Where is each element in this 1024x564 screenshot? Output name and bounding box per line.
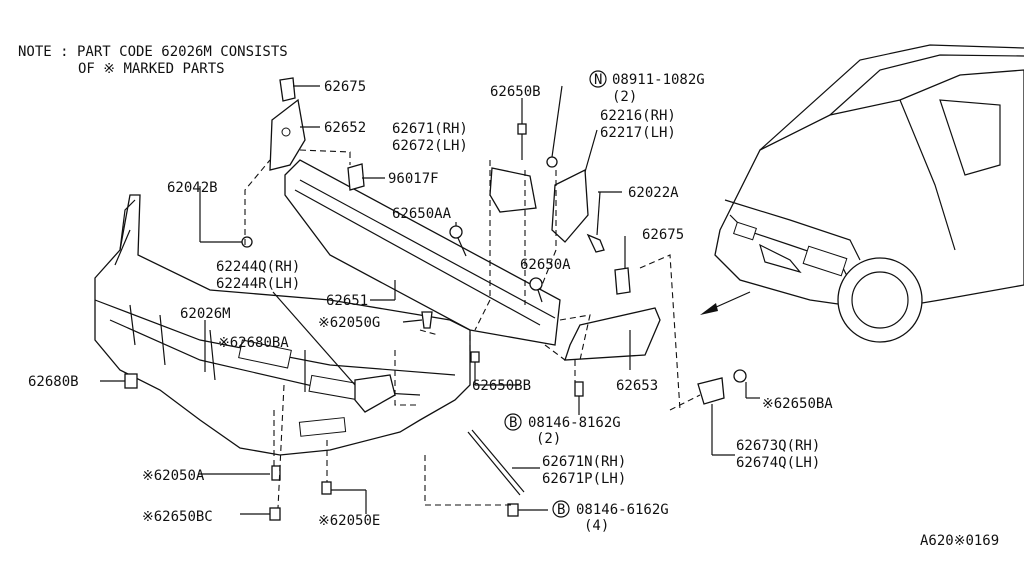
- badge-b2: B: [557, 502, 565, 518]
- dashed-assembly-lines: [244, 149, 701, 509]
- note-line-2: OF ※ MARKED PARTS: [78, 61, 225, 77]
- bolt-62650a: [529, 277, 543, 303]
- bolt-62650ba: [733, 369, 747, 383]
- label-62216-rh: 62216(RH): [600, 108, 676, 124]
- bolt-62650bc: [269, 507, 281, 521]
- label-62673q: 62673Q(RH): [736, 438, 820, 454]
- rod-62671n-62671p: [467, 429, 525, 496]
- direction-arrow: [700, 291, 751, 315]
- label-62680b: 62680B: [28, 374, 79, 390]
- bracket-62216-62217: [551, 168, 589, 243]
- clip-62675-right: [614, 267, 631, 295]
- bracket-62673q-62674q: [697, 377, 725, 405]
- badge-n-circle: [589, 70, 607, 88]
- bolt-08146-8162g: [574, 381, 584, 397]
- clip-62680b: [124, 373, 138, 389]
- bolt-08146-6162g: [507, 503, 519, 517]
- label-08146-8162g-qty: (2): [536, 431, 561, 447]
- bracket-62244: [354, 374, 396, 413]
- nut-62042b: [241, 236, 253, 248]
- label-62671-rh: 62671(RH): [392, 121, 468, 137]
- label-62672-lh: 62672(LH): [392, 138, 468, 154]
- note-line-1: NOTE : PART CODE 62026M CONSISTS: [18, 44, 288, 60]
- badge-b2-circle: [552, 500, 570, 518]
- diagram-code: A620※0169: [920, 533, 999, 549]
- label-62042b: 62042B: [167, 180, 218, 196]
- label-62671p: 62671P(LH): [542, 471, 626, 487]
- label-62022a: 62022A: [628, 185, 679, 201]
- bolt-62650bb: [470, 351, 480, 363]
- label-62050g: ※62050G: [318, 315, 380, 331]
- badge-n: N: [594, 72, 602, 88]
- label-62650b: 62650B: [490, 84, 541, 100]
- label-62671n: 62671N(RH): [542, 454, 626, 470]
- label-62650bc: ※62650BC: [142, 509, 213, 525]
- bracket-62671-62672: [489, 167, 537, 213]
- part-96017f: [347, 163, 365, 191]
- clip-62675-top: [279, 77, 296, 102]
- label-08146-6162g: 08146-6162G: [576, 502, 669, 518]
- leader-lines: [100, 85, 760, 515]
- label-08911-qty: (2): [612, 89, 637, 105]
- clip-62050e: [321, 481, 332, 495]
- label-08146-8162g: 08146-8162G: [528, 415, 621, 431]
- nut-08911: [546, 156, 558, 168]
- label-62652: 62652: [324, 120, 366, 136]
- label-62680ba: ※62680BA: [218, 335, 289, 351]
- label-62651: 62651: [326, 293, 368, 309]
- label-62050a: ※62050A: [142, 468, 205, 484]
- label-62217-lh: 62217(LH): [600, 125, 676, 141]
- label-62650ba: ※62650BA: [762, 396, 833, 412]
- part-labels: 62675 62652 96017F 62042B 62650B 62671(R…: [28, 70, 999, 549]
- bolt-62650b: [517, 123, 527, 160]
- label-62050e: ※62050E: [318, 513, 380, 529]
- label-62674q: 62674Q(LH): [736, 455, 820, 471]
- bolt-62050a: [271, 465, 281, 481]
- label-62675-right: 62675: [642, 227, 684, 243]
- label-62650aa: 62650AA: [392, 206, 452, 222]
- label-62026m: 62026M: [180, 306, 231, 322]
- label-62244r: 62244R(LH): [216, 276, 300, 292]
- badge-b1-circle: [504, 413, 522, 431]
- label-08146-6162g-qty: (4): [584, 518, 609, 534]
- bumper-reinforcement-62651: [284, 159, 561, 346]
- label-62244q: 62244Q(RH): [216, 259, 300, 275]
- label-62650a: 62650A: [520, 257, 571, 273]
- bracket-62652: [269, 98, 306, 171]
- badge-b1: B: [509, 415, 517, 431]
- label-62675-top: 62675: [324, 79, 366, 95]
- clip-62050g: [421, 311, 433, 329]
- label-62650bb: 62650BB: [472, 378, 531, 394]
- vehicle-illustration: [714, 44, 1024, 343]
- bolt-62650aa: [449, 225, 467, 257]
- bolt-62022a: [586, 233, 605, 253]
- label-62653: 62653: [616, 378, 658, 394]
- side-piece-62653: [564, 307, 661, 361]
- label-96017f: 96017F: [388, 171, 439, 187]
- label-08911: 08911-1082G: [612, 72, 705, 88]
